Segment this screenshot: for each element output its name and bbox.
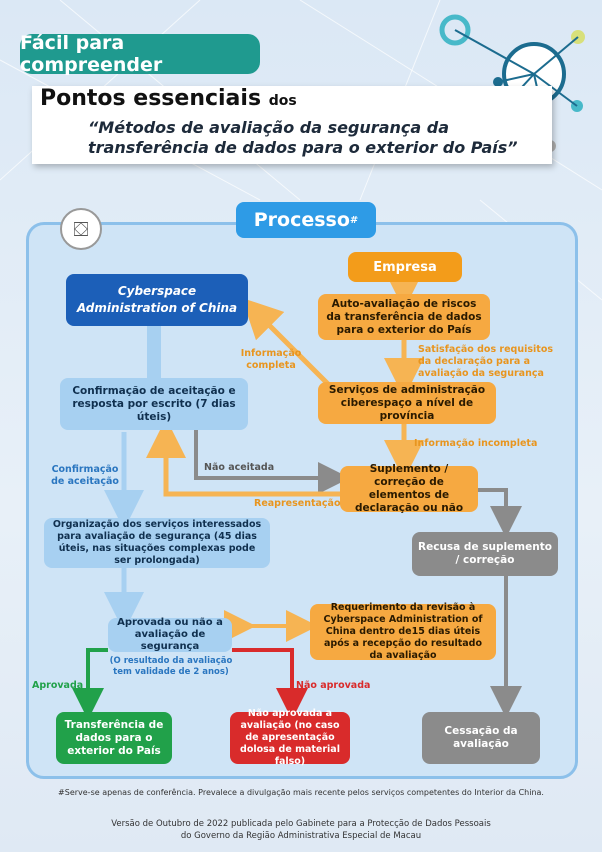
node-cessation: Cessação da avaliação (422, 712, 540, 764)
footer-version-line-2: do Governo da Região Administrativa Espe… (10, 830, 592, 842)
label-approved: Aprovada (32, 680, 92, 692)
node-approved-question: Aprovada ou não a avaliação de segurança (108, 618, 232, 652)
footer-version-line-1: Versão de Outubro de 2022 publicada pelo… (10, 818, 592, 830)
node-organization: Organização dos serviços interessados pa… (44, 518, 270, 568)
node-provincial-services: Serviços de administração ciberespaço a … (318, 382, 496, 424)
label-not-approved: Não aprovada (296, 680, 376, 692)
label-validity: (O resultado da avaliação tem validade d… (104, 656, 238, 678)
node-self-assessment: Auto-avaliação de riscos da transferênci… (318, 294, 490, 340)
footer-note: #Serve-se apenas de conferência. Prevale… (10, 788, 592, 797)
label-requirements: Satisfação dos requisitos da declaração … (418, 344, 558, 380)
node-transfer: Transferência de dados para o exterior d… (56, 712, 172, 764)
label-acceptance-confirm: Confirmação de aceitação (48, 464, 122, 488)
label-info-incomplete: Informação incompleta (414, 438, 554, 450)
node-empresa: Empresa (348, 252, 462, 282)
node-supplement: Suplemento / correção de elementos de de… (340, 466, 478, 512)
node-refuse: Recusa de suplemento / correção (412, 532, 558, 576)
label-not-accepted: Não aceitada (204, 462, 284, 474)
node-cac: Cyberspace Administration of China (66, 274, 248, 326)
footer-version: Versão de Outubro de 2022 publicada pelo… (10, 818, 592, 842)
node-not-approved: Não aprovada a avaliação (no caso de apr… (230, 712, 350, 764)
label-info-complete: Informação completa (240, 348, 302, 372)
node-confirmation: Confirmação de aceitação e resposta por … (60, 378, 248, 430)
node-review-request: Requerimento da revisão à Cyberspace Adm… (310, 604, 496, 660)
label-resubmission: Reapresentação (254, 498, 344, 510)
